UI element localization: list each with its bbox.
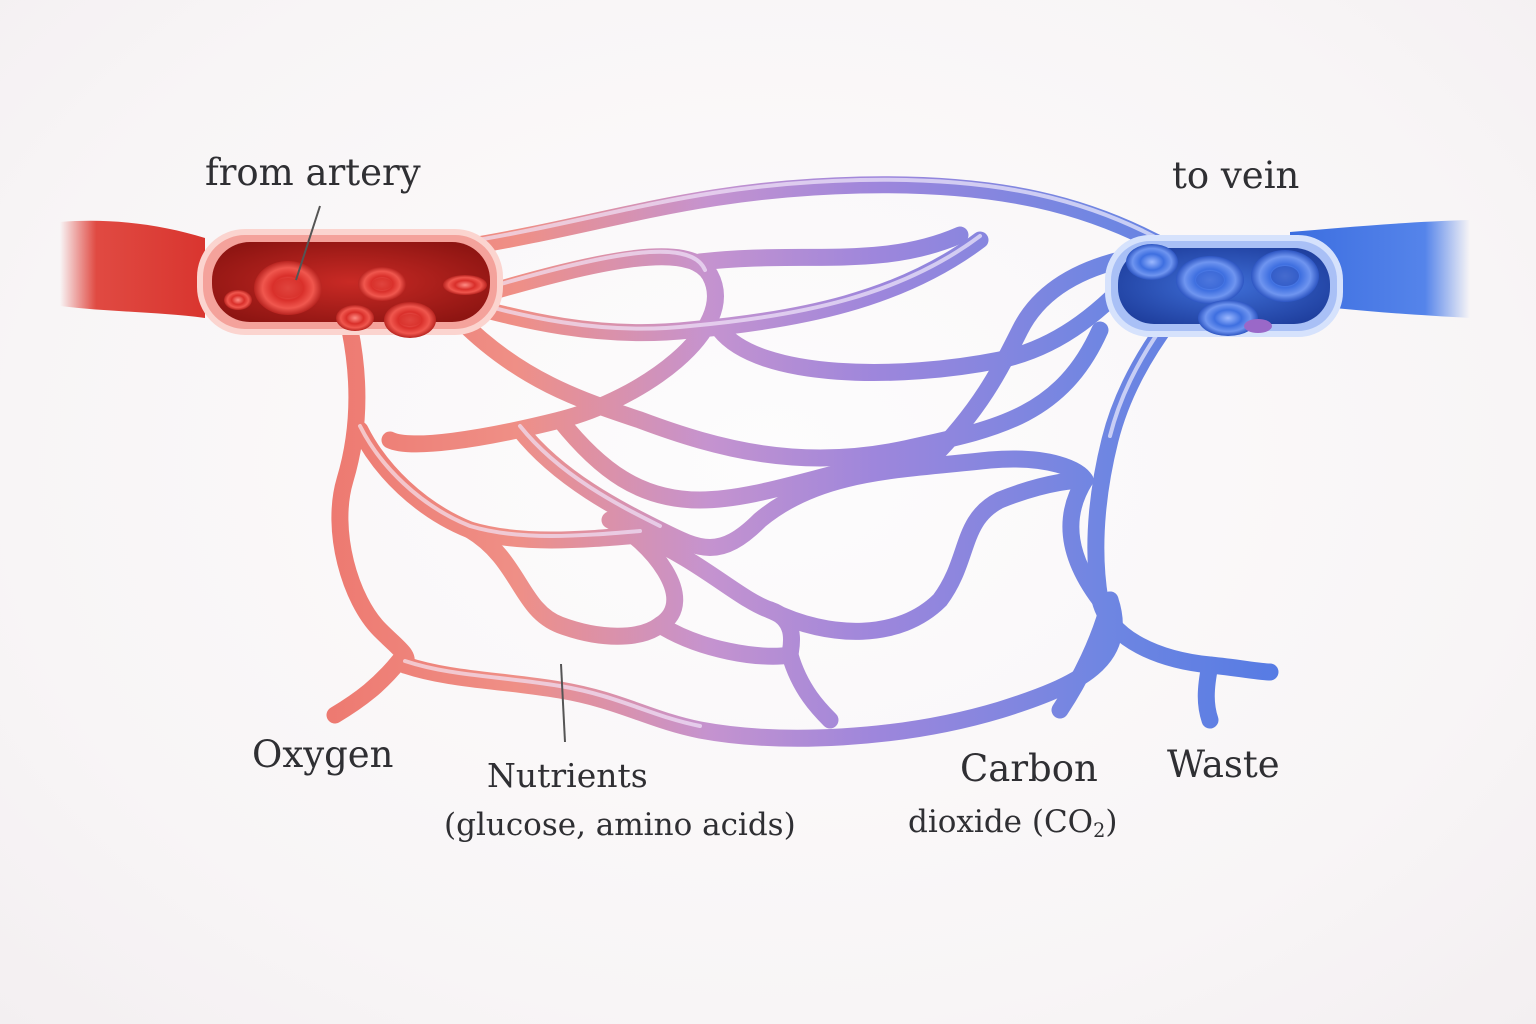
blood-cells-venous [1126, 244, 1319, 336]
capillary-vessels [291, 176, 1279, 747]
from-artery-leader-line [295, 205, 321, 281]
to-vein-label: to vein [1172, 154, 1300, 197]
waste-label: Waste [1167, 743, 1280, 786]
carbon-dioxide-label-line2: dioxide (CO2) [908, 804, 1118, 842]
nutrients-leader-line [560, 663, 566, 743]
carbon-dioxide-prefix: dioxide (CO [908, 804, 1094, 840]
carbon-dioxide-subscript: 2 [1093, 818, 1106, 842]
oxygen-label: Oxygen [252, 733, 394, 776]
from-artery-label: from artery [205, 151, 421, 194]
carbon-dioxide-suffix: ) [1105, 804, 1118, 840]
nutrients-label: Nutrients [487, 756, 648, 795]
nutrients-detail-label: (glucose, amino acids) [444, 807, 796, 843]
carbon-dioxide-label-line1: Carbon [960, 747, 1098, 790]
red-blood-cells [224, 261, 487, 338]
artery [60, 220, 205, 318]
